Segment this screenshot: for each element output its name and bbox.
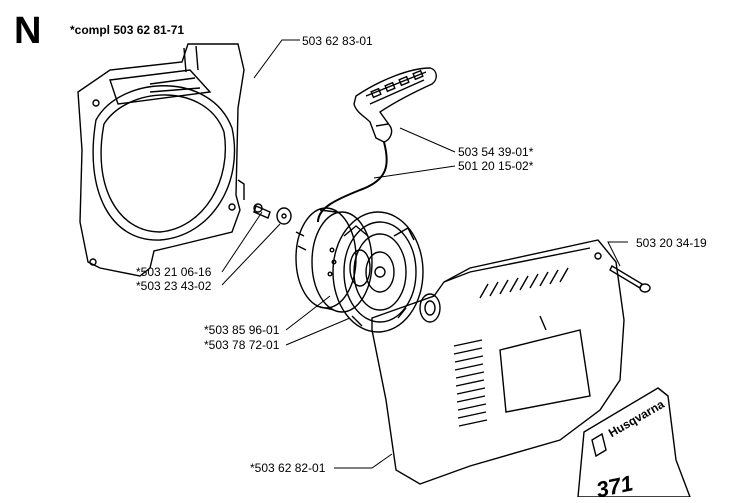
part-number-fan-housing: 503 62 83-01 (302, 34, 373, 48)
cover-screw (609, 265, 651, 293)
screw-and-washer (253, 203, 292, 225)
fan-housing (77, 43, 245, 277)
model-decal (577, 387, 691, 497)
part-number-washer: *503 23 43-02 (136, 279, 212, 293)
cover-vent-slots-top (479, 267, 569, 299)
starter-handle (353, 67, 437, 143)
part-number-cover-screw: 503 20 34-19 (636, 236, 707, 250)
part-number-starter-cover: *503 62 82-01 (250, 461, 326, 475)
part-number-spring-cassette: *503 78 72-01 (204, 338, 280, 352)
part-number-starter-handle: 503 54 39-01* (458, 145, 534, 159)
part-number-pulley: *503 85 96-01 (204, 323, 280, 337)
starter-cover (371, 239, 625, 485)
leader-lines (221, 39, 628, 469)
section-letter: N (14, 10, 42, 52)
kit-reference: *compl 503 62 81-71 (70, 23, 185, 37)
part-number-starter-rope: 501 20 15-02* (458, 159, 534, 173)
cover-vent-slots-side (453, 339, 488, 427)
spring-cassette (332, 211, 424, 333)
part-number-screw: *503 21 06-16 (136, 265, 212, 279)
starter-rope (317, 141, 388, 223)
